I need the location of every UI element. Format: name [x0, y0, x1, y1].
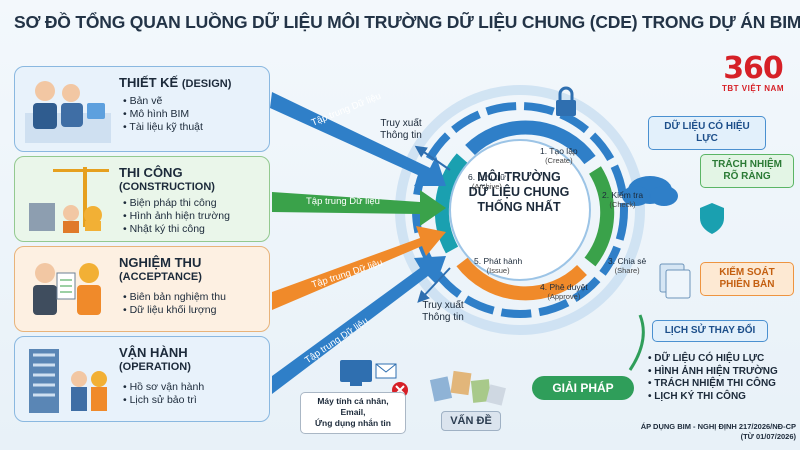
step-approve: 4. Phê duyệt(Approve) [540, 282, 588, 302]
retrieve-label-top: Truy xuất Thông tin [366, 118, 436, 142]
step-label: 1. Tạo lập [540, 146, 578, 156]
card-operation-en: (OPERATION) [119, 360, 191, 375]
step-label: 6. Lưu trữ [468, 172, 506, 182]
list-item: Hình ảnh hiện trường [123, 210, 230, 223]
tools-line2: Email, [301, 407, 405, 418]
step-archive: 6. Lưu trữ(Archive) [468, 172, 506, 192]
list-item: Nhật ký thi công [123, 223, 230, 236]
document-stack-icon [660, 264, 690, 298]
card-acceptance-en: (ACCEPTANCE) [119, 270, 202, 285]
list-item: LỊCH KÝ THI CÔNG [648, 391, 778, 404]
file-pile-icon [430, 371, 506, 406]
step-en: (Approve) [540, 292, 588, 302]
retrieve-label-bottom: Truy xuất Thông tin [408, 300, 478, 324]
list-item: Biện pháp thi công [123, 197, 230, 210]
card-acceptance-title: NGHIỆM THU [119, 255, 202, 270]
computer-icon [340, 360, 372, 386]
problem-badge: VẤN ĐỀ [441, 411, 501, 431]
solution-list: DỮ LIỆU CÓ HIỆU LỰC HÌNH ẢNH HIỆN TRƯỜNG… [648, 353, 778, 403]
list-item: Hồ sơ vận hành [123, 381, 204, 394]
step-check: 2. Kiểm tra(Check) [602, 190, 643, 210]
version-control-box: KIỂM SOÁT PHIÊN BẢN [700, 262, 794, 296]
card-construction-en: (CONSTRUCTION) [119, 180, 215, 195]
footer-line2: (TỪ 01/07/2026) [600, 432, 796, 442]
email-icon [376, 364, 396, 378]
retrieve-line1: Truy xuất [408, 300, 478, 312]
list-item: DỮ LIỆU CÓ HIỆU LỰC [648, 353, 778, 366]
ctrl-line2: PHIÊN BẢN [707, 279, 787, 291]
step-label: 5. Phát hành [474, 256, 522, 266]
center-line3: THỐNG NHẤT [448, 200, 590, 215]
resp-line1: TRÁCH NHIỆM [707, 159, 787, 171]
list-item: Bản vẽ [123, 95, 203, 108]
card-design: THIẾT KẾ (DESIGN) Bản vẽ Mô hình BIM Tài… [14, 66, 270, 152]
solution-arrow [630, 315, 643, 370]
step-en: (Issue) [474, 266, 522, 276]
inspector-icon [23, 253, 113, 327]
step-label: 2. Kiểm tra [602, 190, 643, 200]
footer-line1: ÁP DỤNG BIM - NGHỊ ĐỊNH 217/2026/NĐ-CP [600, 422, 796, 432]
step-create: 1. Tạo lập(Create) [540, 146, 578, 166]
centralize-label-2: Tập trung Dữ liệu [306, 196, 380, 207]
step-label: 3. Chia sẻ [608, 256, 646, 266]
tools-line3: Ứng dụng nhắn tin [301, 418, 405, 429]
list-item: TRÁCH NHIỆM THI CÔNG [648, 378, 778, 391]
list-item: Mô hình BIM [123, 108, 203, 121]
shield-icon [700, 203, 724, 234]
tools-line1: Máy tính cá nhân, [301, 396, 405, 407]
designer-icon [23, 73, 113, 147]
card-operation: VẬN HÀNH (OPERATION) Hồ sơ vận hành Lịch… [14, 336, 270, 422]
list-item: Lịch sử bảo trì [123, 394, 204, 407]
responsibility-box: TRÁCH NHIỆM RÕ RÀNG [700, 154, 794, 188]
change-history-box: LỊCH SỬ THAY ĐỔI [652, 320, 768, 342]
card-construction-title: THI CÔNG [119, 165, 215, 180]
list-item: Dữ liệu khối lượng [123, 304, 226, 317]
step-en: (Share) [608, 266, 646, 276]
card-design-en: (DESIGN) [182, 78, 232, 90]
step-label: 4. Phê duyệt [540, 282, 588, 292]
resp-line2: RÕ RÀNG [707, 171, 787, 183]
step-issue: 5. Phát hành(Issue) [474, 256, 522, 276]
crane-icon [23, 163, 113, 237]
list-item: HÌNH ẢNH HIỆN TRƯỜNG [648, 366, 778, 379]
card-acceptance: NGHIỆM THU (ACCEPTANCE) Biên bản nghiệm … [14, 246, 270, 332]
retrieve-line1: Truy xuất [366, 118, 436, 130]
step-en: (Archive) [468, 182, 506, 192]
step-share: 3. Chia sẻ(Share) [608, 256, 646, 276]
retrieve-line2: Thông tin [366, 130, 436, 142]
valid-data-box: DỮ LIỆU CÓ HIỆU LỰC [648, 116, 766, 150]
list-item: Biên bản nghiệm thu [123, 291, 226, 304]
step-en: (Check) [602, 200, 643, 210]
retrieve-line2: Thông tin [408, 312, 478, 324]
cycle-arc-green [590, 170, 607, 262]
legacy-tools-box: Máy tính cá nhân, Email, Ứng dụng nhắn t… [300, 392, 406, 434]
ctrl-line1: KIỂM SOÁT [707, 267, 787, 279]
solution-badge: GIẢI PHÁP [532, 376, 634, 400]
padlock-icon [556, 88, 576, 116]
list-item: Tài liệu kỹ thuật [123, 121, 203, 134]
building-icon [23, 343, 113, 417]
card-operation-title: VẬN HÀNH [119, 345, 191, 360]
card-design-title: THIẾT KẾ [119, 75, 178, 90]
step-en: (Create) [540, 156, 578, 166]
decree-note: ÁP DỤNG BIM - NGHỊ ĐỊNH 217/2026/NĐ-CP (… [600, 422, 796, 442]
card-construction: THI CÔNG (CONSTRUCTION) Biện pháp thi cô… [14, 156, 270, 242]
